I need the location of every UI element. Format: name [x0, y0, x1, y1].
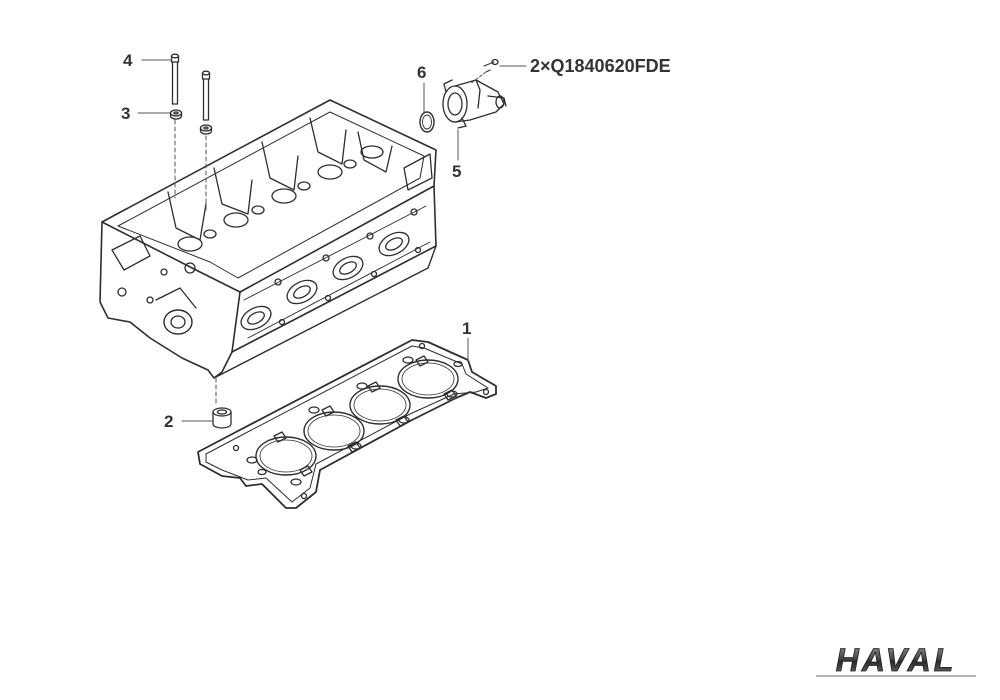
dowel-sleeve: [212, 407, 232, 429]
callout-label-1: 1: [462, 319, 471, 338]
washers: [169, 109, 213, 135]
haval-logo-text: HAVAL: [836, 642, 956, 678]
callout-label-6: 6: [417, 63, 426, 82]
haval-logo: HAVAL: [816, 642, 976, 678]
cylinder-head: [99, 99, 437, 379]
callout-label-2: 2: [164, 412, 173, 431]
callout-label-3: 3: [121, 104, 130, 123]
part-number-note: 2×Q1840620FDE: [530, 56, 671, 76]
head-gasket: [197, 339, 497, 509]
o-ring-seal: [419, 111, 435, 133]
callout-label-4: 4: [123, 51, 133, 70]
coolant-outlet-housing: [442, 58, 507, 129]
head-bolts: [170, 53, 211, 121]
callout-label-5: 5: [452, 162, 461, 181]
leader-lines: [137, 59, 527, 422]
